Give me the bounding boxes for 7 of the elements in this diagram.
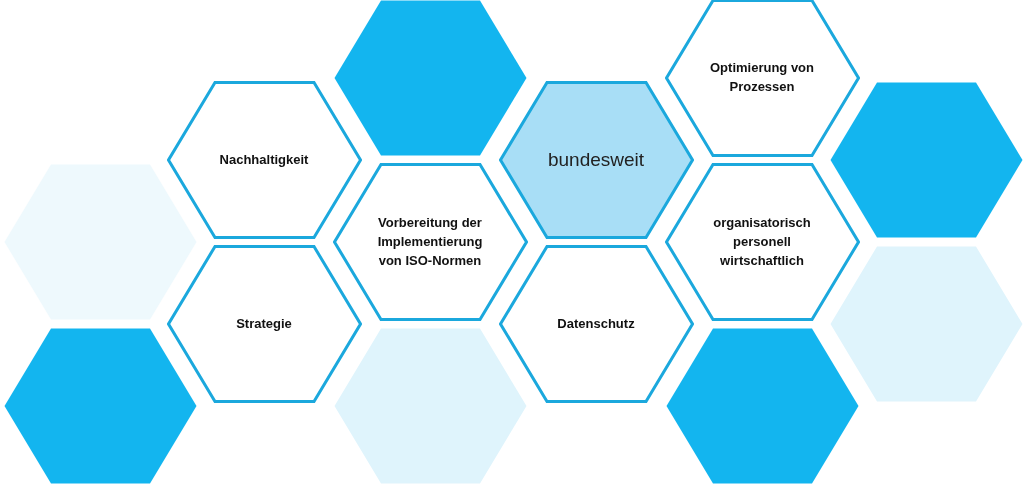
topic-text: Nachhaltigkeit — [218, 150, 310, 169]
topic-text: Vorbereitung der Implementierung von ISO-Normen — [376, 213, 484, 270]
topic-text: Strategie — [235, 314, 293, 333]
topic-text: Optimierung von Prozessen — [709, 59, 815, 96]
topic-text: bundesweit — [546, 148, 646, 173]
topic-text: organisatorisch personell wirtschaftlich — [712, 213, 812, 270]
topic-text: Datenschutz — [556, 314, 636, 333]
